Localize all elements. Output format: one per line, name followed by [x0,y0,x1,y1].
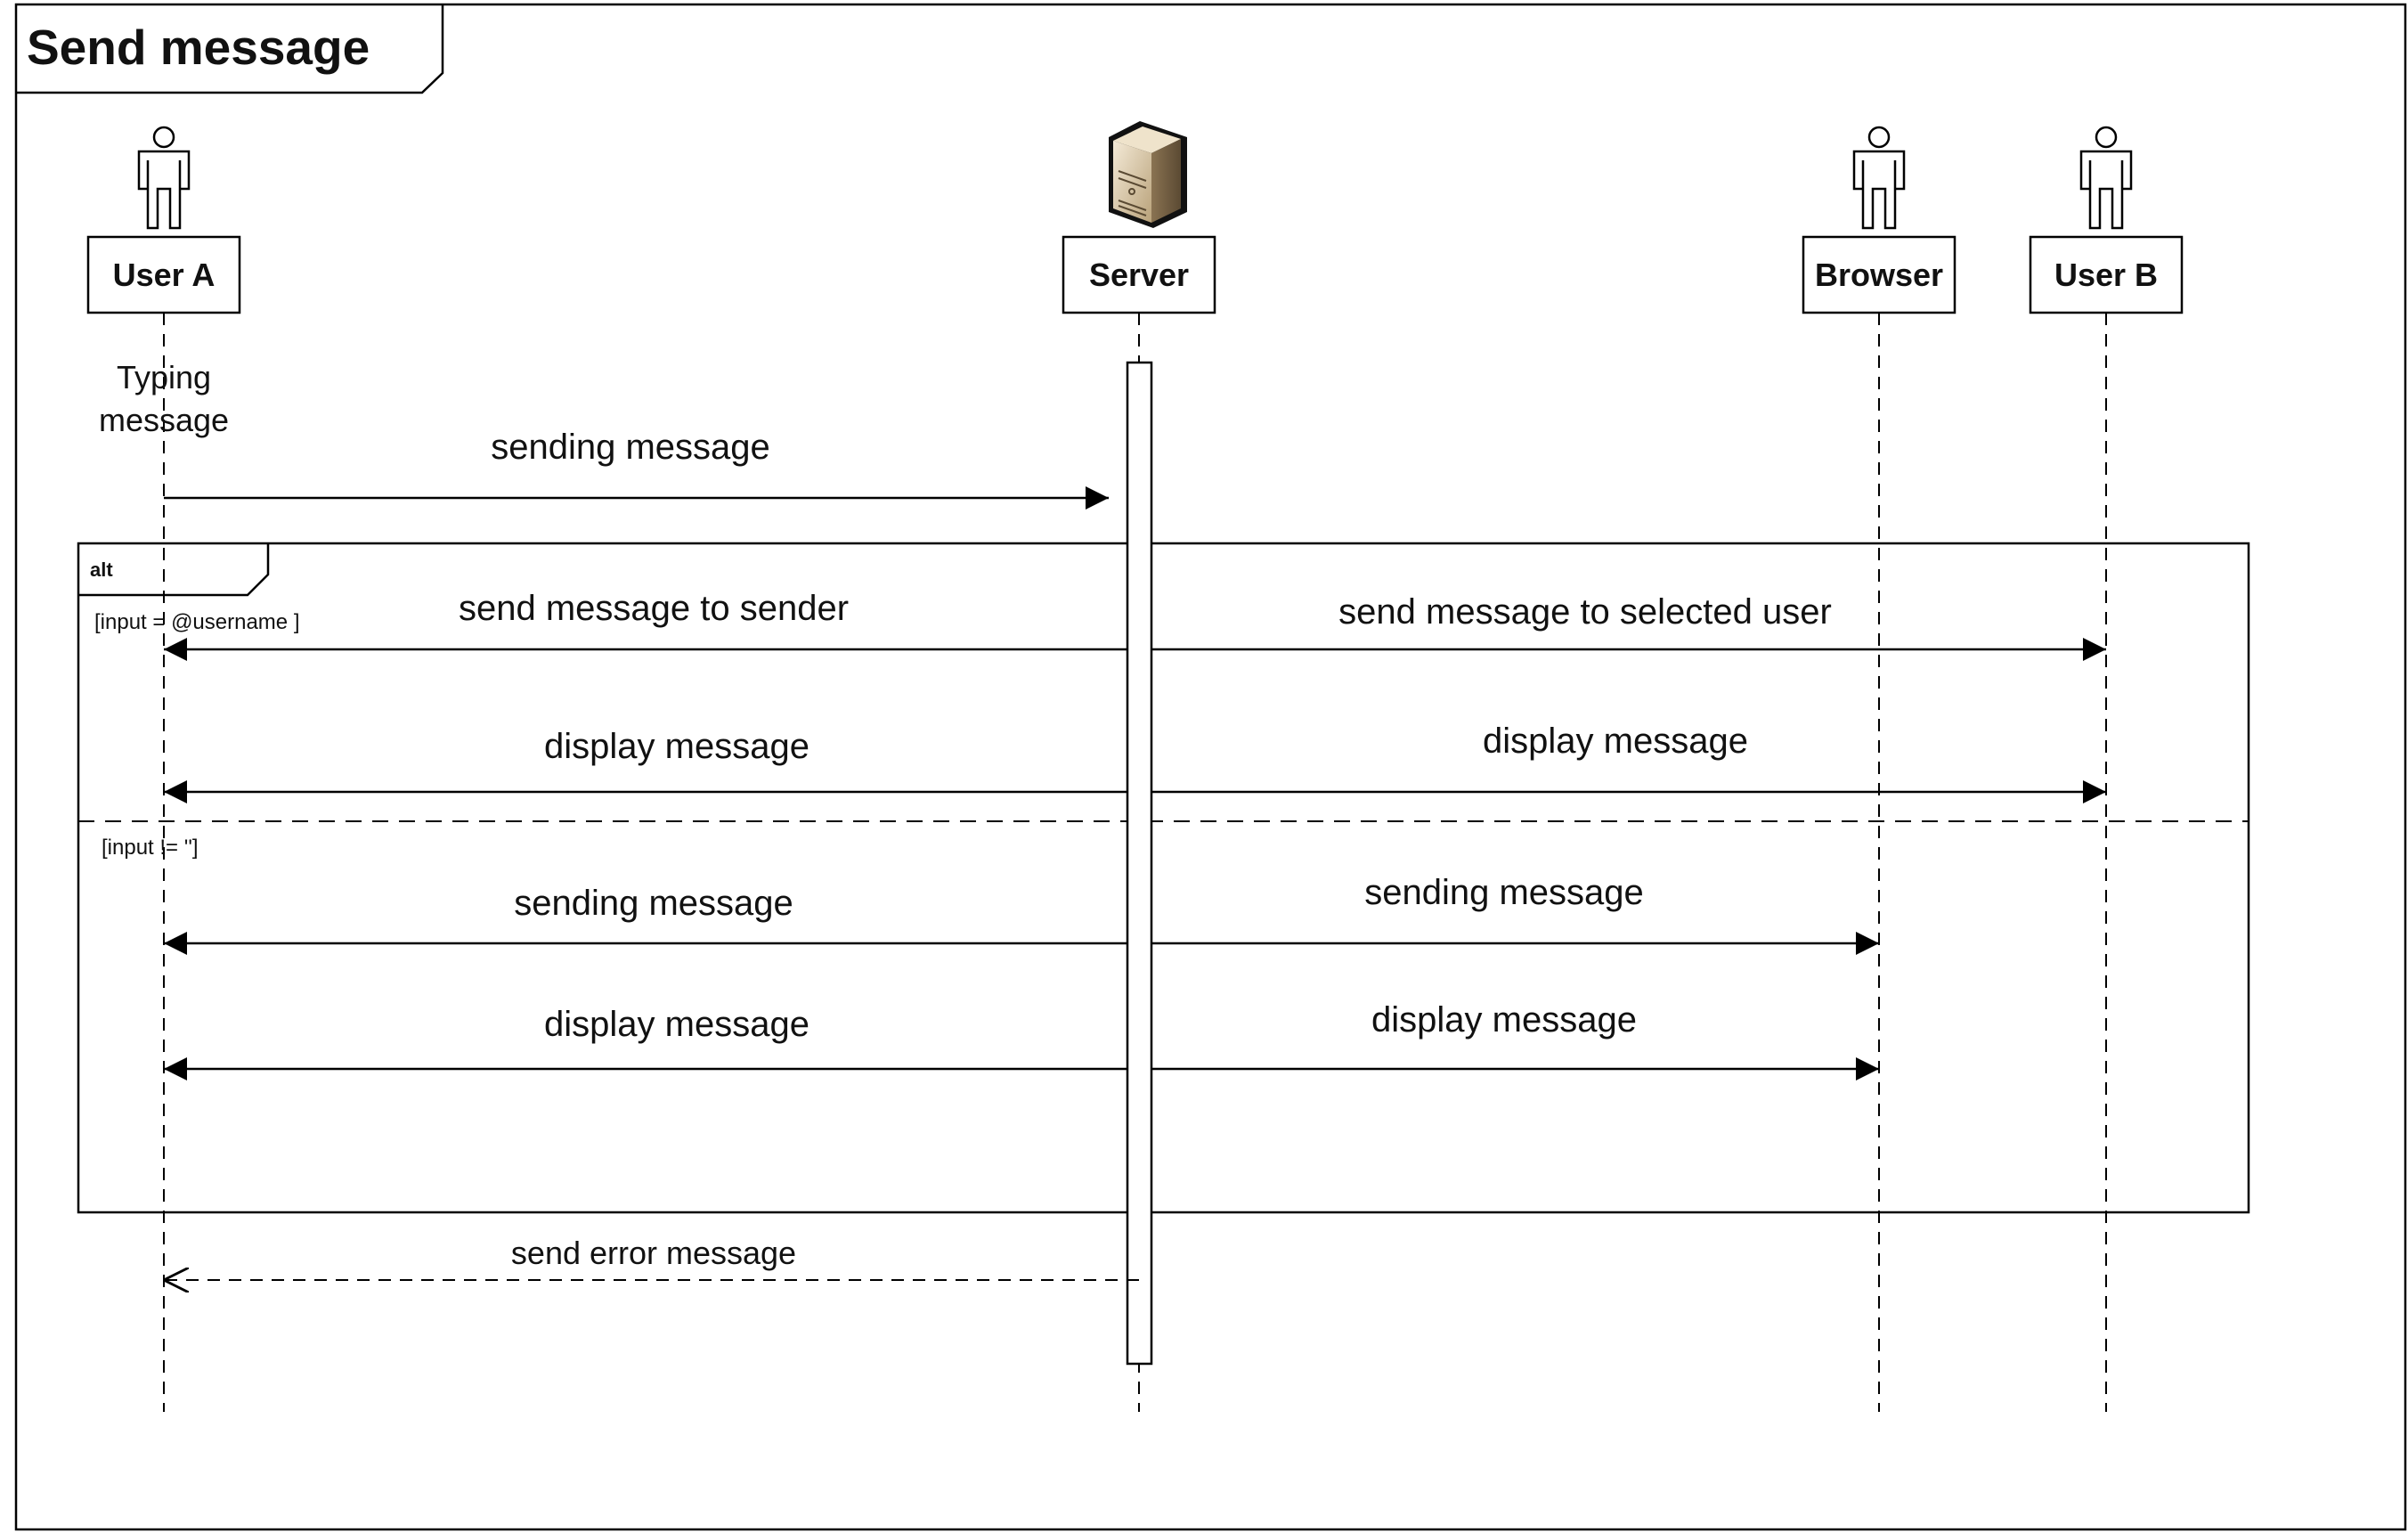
lifeline-label-user-a: User A [113,257,216,293]
alt-fragment: alt [input = @username ] [input != ''] [77,542,2250,1214]
frame-title: Send message [27,20,370,75]
message-label-sending-a2: sending message [514,884,793,923]
lifeline-head-server [1062,235,1216,314]
server-icon [1109,121,1187,228]
message-label-send-error: send error message [511,1235,796,1271]
message-label-display-browser: display message [1371,1000,1637,1040]
lifeline-user-b: User B [2029,126,2184,1412]
message-label-send-to-sender: send message to sender [459,589,849,628]
message-label-send-to-selected-user: send message to selected user [1338,592,1832,632]
typing-note-line2: message [99,402,229,438]
lifeline-user-a: User A [86,126,241,1412]
alt-fragment-box [77,542,2250,1214]
alt-fragment-tab [78,543,270,597]
actor-icon [1852,126,1906,230]
diagram-frame [14,3,2407,1531]
lifeline-browser: Browser [1802,126,1956,1412]
alt-operator-label: alt [90,559,113,581]
message-label-display-a2: display message [544,1005,809,1044]
alt-guard-1: [input = @username ] [94,610,299,634]
message-label-display-b1: display message [1483,722,1748,761]
actor-icon [2079,126,2133,230]
message-label-sending: sending message [491,428,770,467]
lifeline-label-server: Server [1089,257,1189,293]
server-activation-bar [1126,361,1153,1366]
lifeline-label-browser: Browser [1815,257,1943,293]
message-label-sending-browser: sending message [1364,873,1644,912]
lifeline-label-user-b: User B [2054,257,2158,293]
frame-title-tab [16,4,444,94]
actor-icon [137,126,191,230]
alt-guard-2: [input != ''] [102,836,199,860]
typing-note-line1: Typing [117,359,211,395]
message-label-display-a1: display message [544,727,809,766]
